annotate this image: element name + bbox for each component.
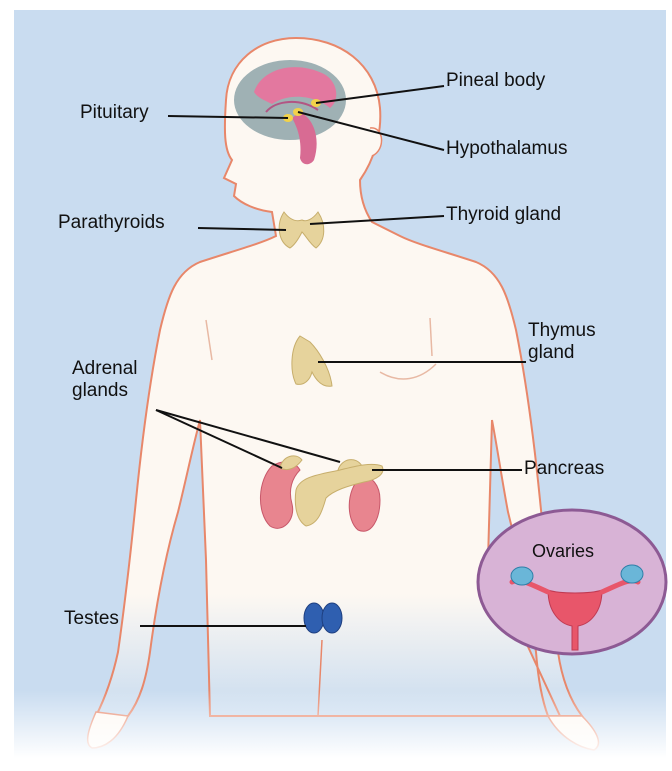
label-ovaries: Ovaries: [532, 540, 594, 562]
ovaries-inset: [478, 510, 666, 654]
right-ovary: [621, 565, 643, 583]
label-hypothalamus: Hypothalamus: [446, 138, 567, 160]
left-testis: [304, 603, 324, 633]
label-thymus-gland: Thymus gland: [528, 320, 596, 364]
label-parathyroids: Parathyroids: [58, 212, 165, 234]
label-testes: Testes: [64, 608, 119, 630]
left-ovary: [511, 567, 533, 585]
label-pituitary: Pituitary: [80, 102, 149, 124]
right-testis: [322, 603, 342, 633]
bottom-fade: [14, 690, 666, 758]
label-adrenal-glands: Adrenal glands: [72, 358, 138, 402]
label-pineal-body: Pineal body: [446, 70, 545, 92]
label-pancreas: Pancreas: [524, 458, 604, 480]
label-thyroid-gland: Thyroid gland: [446, 204, 561, 226]
